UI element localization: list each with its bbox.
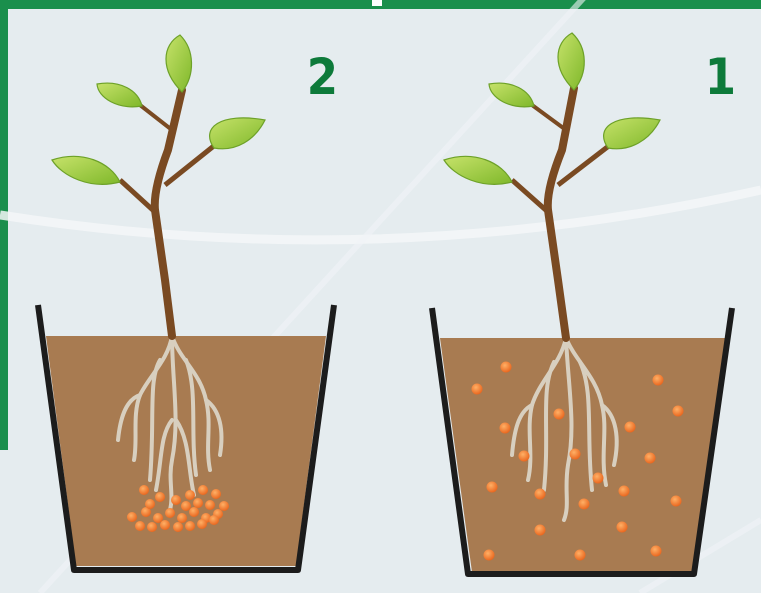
fertilizer-pellet	[219, 501, 229, 511]
fertilizer-pellet	[189, 507, 199, 517]
fertilizer-pellet	[177, 513, 187, 523]
fertilizer-pellet	[197, 519, 207, 529]
fertilizer-pellet	[185, 490, 195, 500]
fertilizer-pellet	[535, 525, 546, 536]
fertilizer-pellet	[145, 499, 155, 509]
fertilizer-pellet	[593, 473, 604, 484]
fertilizer-pellet	[181, 501, 191, 511]
fertilizer-pellet	[139, 485, 149, 495]
fertilizer-pellet	[484, 550, 495, 561]
fertilizer-pellet	[171, 495, 181, 505]
left-green-bar	[0, 0, 8, 450]
pot-number-2: 2	[307, 52, 338, 102]
fertilizer-pellet	[554, 409, 565, 420]
fertilizer-pellet	[211, 489, 221, 499]
fertilizer-pellet	[575, 550, 586, 561]
fertilizer-pellet	[147, 522, 157, 532]
fertilizer-pellet	[173, 522, 183, 532]
fertilizer-pellet	[535, 489, 546, 500]
fertilizer-pellet	[501, 362, 512, 373]
fertilizer-pellet	[671, 496, 682, 507]
fertilizer-pellet	[645, 453, 656, 464]
fertilizer-pellet	[185, 521, 195, 531]
fertilizer-pellet	[651, 546, 662, 557]
fertilizer-pellet	[487, 482, 498, 493]
fertilizer-pellet	[472, 384, 483, 395]
top-notch	[372, 0, 382, 6]
fertilizer-pellet	[673, 406, 684, 417]
fertilizer-pellet	[205, 500, 215, 510]
fertilizer-pellet	[193, 498, 203, 508]
fertilizer-pellet	[135, 521, 145, 531]
fertilizer-pellet	[619, 486, 630, 497]
fertilizer-pellet	[209, 515, 219, 525]
pot-number-1: 1	[705, 52, 736, 102]
fertilizer-pellet	[165, 508, 175, 518]
fertilizer-pellet	[198, 485, 208, 495]
fertilizer-pellet	[653, 375, 664, 386]
fertilizer-pellet	[617, 522, 628, 533]
fertilizer-pellet	[155, 492, 165, 502]
fertilizer-pellet	[500, 423, 511, 434]
fertilizer-pellet	[519, 451, 530, 462]
fertilizer-pellet	[625, 422, 636, 433]
fertilizer-pellet	[570, 449, 581, 460]
fertilizer-pellet	[160, 520, 170, 530]
fertilizer-pellet	[127, 512, 137, 522]
fertilizer-pellet	[579, 499, 590, 510]
